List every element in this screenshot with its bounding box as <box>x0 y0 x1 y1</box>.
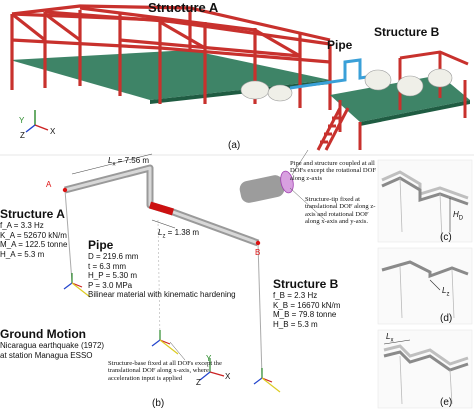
point-a-label: A <box>46 180 52 189</box>
axis-y-label-a: Y <box>19 116 25 125</box>
axis-x-label-a: X <box>50 127 56 136</box>
pipe-title: Pipe <box>88 238 114 252</box>
panel-e-label: (e) <box>440 397 453 408</box>
axis-z-label-b: Z <box>196 378 201 387</box>
structure-b-props: f_B = 2.3 Hz K_B = 16670 kN/m M_B = 79.8… <box>273 291 341 329</box>
pipe-heading: Pipe <box>327 38 353 52</box>
structure-a-model <box>10 4 332 110</box>
pipe-model <box>289 58 381 90</box>
panel-e-graphic <box>377 329 473 409</box>
point-b-label: B <box>255 248 261 257</box>
note-coupling: Pipe and structure coupled at all DOFs e… <box>290 160 377 182</box>
lz-label-d: Lz <box>442 286 450 298</box>
note-structure-base: Structure-base fixed at all DOFs except … <box>108 360 222 382</box>
panel-c-label: (c) <box>440 232 452 243</box>
panel-c-graphic <box>377 159 473 243</box>
structure-a-props: f_A = 3.3 Hz K_A = 52670 kN/m M_A = 122.… <box>0 221 68 259</box>
lz-dimension-label: Lz = 1.38 m <box>158 228 200 240</box>
axis-x-label-b: X <box>225 372 231 381</box>
pipe-props: D = 219.6 mm t = 6.3 mm H_P = 5.30 m P =… <box>88 252 236 299</box>
note-structure-tip: Structure-tip fixed at translational DOF… <box>305 196 376 226</box>
axis-triad-a <box>25 110 49 133</box>
structure-b-heading: Structure B <box>374 25 440 39</box>
structure-a-title: Structure A <box>0 207 65 221</box>
panel-d-label: (d) <box>440 313 453 324</box>
structure-b-model <box>316 50 470 151</box>
structure-b-title: Structure B <box>273 277 339 291</box>
panel-d-graphic <box>377 247 473 325</box>
ground-motion-desc: Nicaragua earthquake (1972) at station M… <box>0 341 105 360</box>
hd-label: HD <box>453 210 464 222</box>
ground-motion-title: Ground Motion <box>0 327 86 341</box>
lx-label-e: Lx <box>386 332 394 344</box>
panel-a-label: (a) <box>228 140 241 151</box>
pipe-line-model <box>62 153 294 378</box>
base-support-icons <box>63 273 281 393</box>
axis-y-label-b: Y <box>206 354 212 363</box>
axis-z-label-a: Z <box>20 131 25 140</box>
lx-dimension-label: Lx = 7.56 m <box>108 156 150 168</box>
structure-a-heading: Structure A <box>148 0 219 15</box>
panel-b-label: (b) <box>152 398 165 409</box>
